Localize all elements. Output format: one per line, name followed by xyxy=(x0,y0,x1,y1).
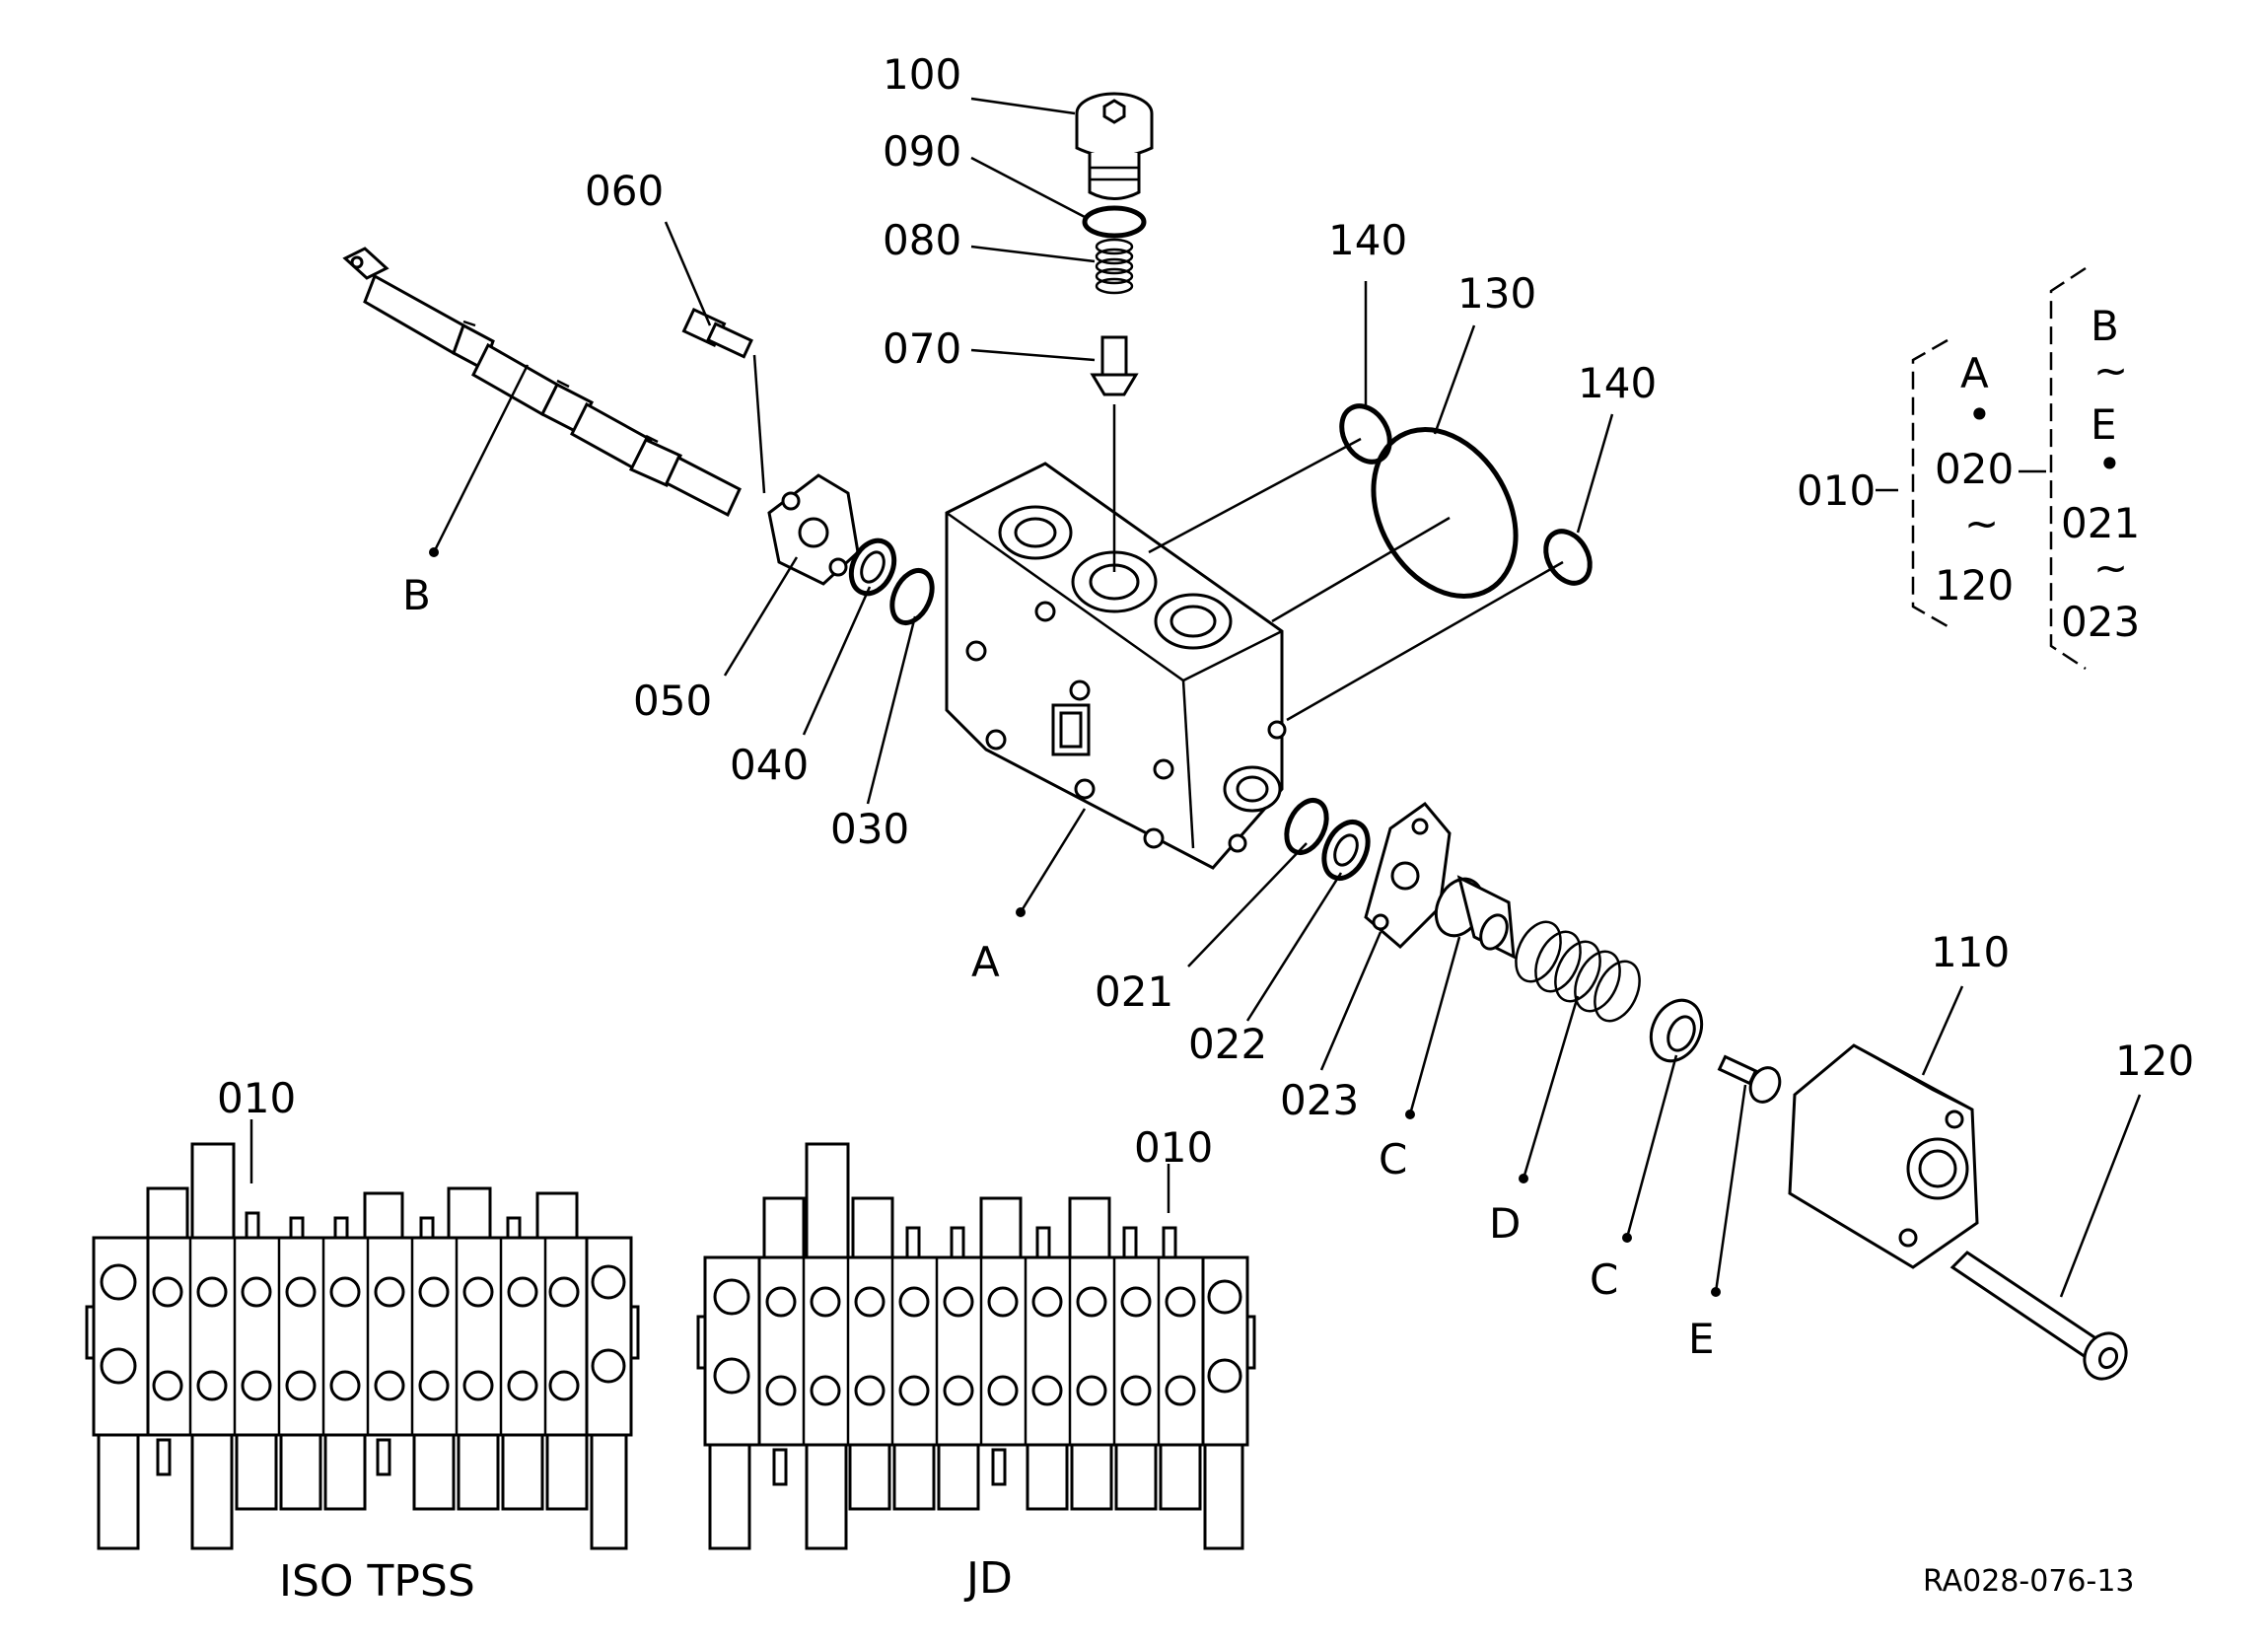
legend-left-4: 120 xyxy=(1935,561,2014,609)
label-c-lower: C xyxy=(1590,1255,1618,1304)
label-070: 070 xyxy=(883,324,961,373)
screw-e xyxy=(1717,1054,1782,1104)
cap-110 xyxy=(1788,1043,1979,1269)
o-ring-140-lower xyxy=(1543,529,1593,586)
spool xyxy=(342,247,742,518)
label-110: 110 xyxy=(1931,928,2010,976)
valve-bank-jd xyxy=(696,1142,1256,1550)
label-090: 090 xyxy=(883,127,961,176)
legend-right-4: 021 xyxy=(2061,499,2140,547)
legend-right-2: E xyxy=(2091,400,2117,449)
label-050: 050 xyxy=(633,677,712,725)
legend-left-2: 020 xyxy=(1935,445,2014,493)
label-120: 120 xyxy=(2115,1037,2194,1085)
label-030: 030 xyxy=(830,805,909,853)
label-080: 080 xyxy=(883,216,961,264)
valve-bank-iso-tpss xyxy=(85,1142,640,1550)
caption-iso-tpss: ISO TPSS xyxy=(279,1556,475,1607)
spring-seat-c-lower xyxy=(1649,998,1704,1063)
legend-right-6: 023 xyxy=(2061,598,2140,646)
leader-dots xyxy=(429,547,1721,1297)
legend-right-1: ~ xyxy=(2093,346,2128,394)
legend-right-3: • xyxy=(2097,440,2122,488)
o-ring-130 xyxy=(1371,427,1519,599)
label-022: 022 xyxy=(1188,1020,1267,1068)
label-140-upper: 140 xyxy=(1328,216,1407,264)
label-010-jd: 010 xyxy=(1134,1123,1213,1172)
seal-022 xyxy=(1321,820,1371,881)
label-140-lower: 140 xyxy=(1578,359,1657,407)
o-ring-030 xyxy=(889,568,935,625)
caption-jd: JD xyxy=(963,1553,1013,1604)
plate-023 xyxy=(1364,801,1452,950)
spring-080 xyxy=(1095,238,1134,295)
legend-group-label: 010 xyxy=(1797,466,1876,515)
label-010-iso: 010 xyxy=(217,1074,296,1122)
bolt-120 xyxy=(1949,1251,2128,1381)
bolt-060 xyxy=(681,307,753,359)
legend-left-3: ~ xyxy=(1964,499,1999,547)
label-130: 130 xyxy=(1457,269,1536,318)
valve-body xyxy=(945,462,1287,870)
legend-right-5: ~ xyxy=(2093,543,2128,592)
legend: 010 A • 020 ~ 120 B ~ E • 021 ~ 023 xyxy=(1797,266,2140,671)
plug-100 xyxy=(1075,92,1154,200)
legend-left-1: • xyxy=(1967,391,1992,439)
label-060: 060 xyxy=(585,167,664,215)
label-021: 021 xyxy=(1095,967,1173,1016)
label-e: E xyxy=(1688,1315,1715,1363)
label-023: 023 xyxy=(1280,1076,1359,1124)
label-a: A xyxy=(971,938,1000,986)
poppet-070 xyxy=(1090,335,1139,396)
cover-plate-050 xyxy=(767,473,860,586)
reference-code: RA028-076-13 xyxy=(1923,1564,2135,1599)
spring-seat-c-upper xyxy=(1434,875,1516,960)
seal-040 xyxy=(848,537,897,597)
leader-lines xyxy=(249,97,2142,1298)
o-ring-021 xyxy=(1284,798,1329,855)
label-c-upper: C xyxy=(1379,1135,1407,1183)
spring-d xyxy=(1515,920,1641,1023)
legend-right-0: B xyxy=(2091,302,2119,350)
label-040: 040 xyxy=(730,741,809,789)
legend-left-0: A xyxy=(1960,349,1989,397)
label-100: 100 xyxy=(883,50,961,99)
o-ring-090 xyxy=(1082,205,1147,239)
label-b: B xyxy=(402,571,431,619)
label-d: D xyxy=(1489,1199,1521,1248)
